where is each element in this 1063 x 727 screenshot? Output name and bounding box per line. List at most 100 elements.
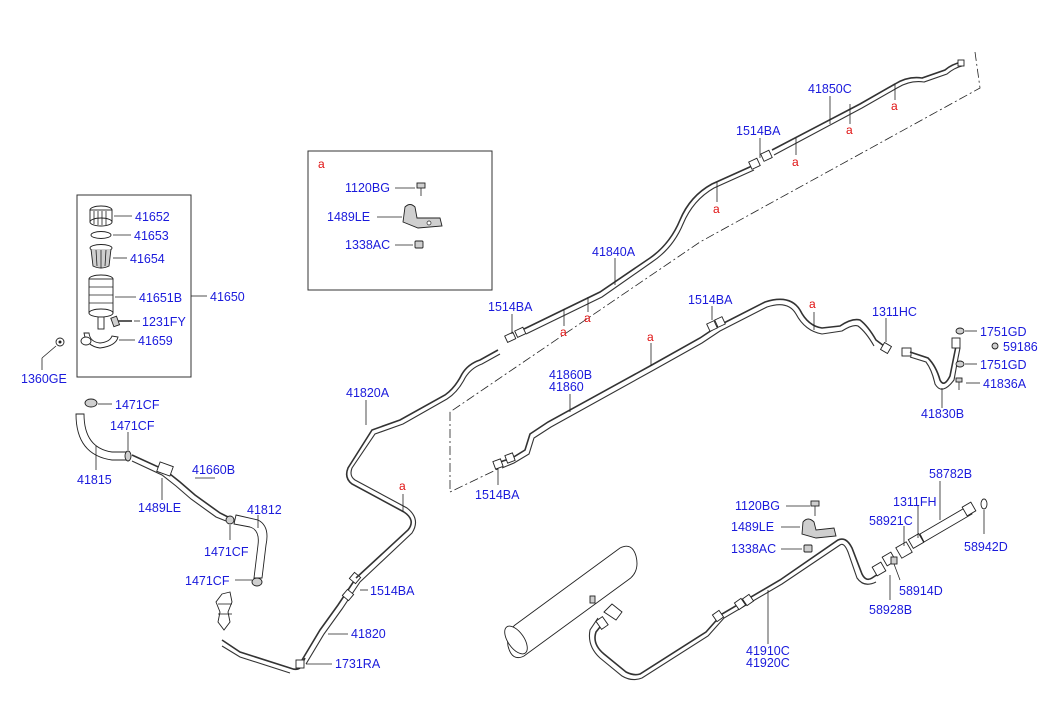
- nut-icon: [414, 240, 424, 249]
- clip-icon: [402, 204, 443, 229]
- master-cylinder-fitting-icon: [215, 591, 233, 631]
- tank-nut-label[interactable]: 1338AC: [731, 542, 776, 556]
- fitting-1514ba-left-label[interactable]: 1514BA: [488, 300, 533, 314]
- fitting-icon: [714, 316, 726, 328]
- hose-left-icon: [75, 413, 129, 461]
- fitting-58914d-label[interactable]: 58914D: [899, 584, 943, 598]
- fitting-1514ba-top-label[interactable]: 1514BA: [736, 124, 781, 138]
- screw-icon: [110, 315, 132, 328]
- fitting-icon: [348, 571, 362, 585]
- fitting-icon: [741, 593, 755, 607]
- reservoir-icon: [88, 274, 114, 330]
- reservoir-group: 41652 41653 41654 41651B 41650: [76, 194, 245, 378]
- washer-1751gd-b-label[interactable]: 1751GD: [980, 358, 1027, 372]
- pipe-41910c-label[interactable]: 41910C: [746, 644, 790, 658]
- fitting-icon: [514, 326, 527, 339]
- pipe-41920c-label[interactable]: 41920C: [746, 656, 790, 670]
- fitting-1731ra-label[interactable]: 1731RA: [335, 657, 381, 671]
- seal-label[interactable]: 41653: [134, 229, 169, 243]
- cap-label[interactable]: 41652: [135, 210, 170, 224]
- clamp-top-label[interactable]: 1471CF: [115, 398, 160, 412]
- fitting-icon: [492, 458, 504, 470]
- hose-58782b-icon: [919, 505, 973, 543]
- washer-icon: [991, 342, 999, 350]
- main-pipes: a a a a a a a 41850C 1514BA 41840A 1514B…: [221, 51, 1038, 674]
- air-tank-icon: [504, 545, 638, 659]
- fitting-icon: [901, 347, 912, 357]
- screw-label[interactable]: 1231FY: [142, 315, 186, 329]
- nut-icon: [803, 544, 813, 553]
- clamp-icon: [124, 450, 132, 462]
- fitting-1514ba-bottom-label[interactable]: 1514BA: [370, 584, 415, 598]
- fitting-icon: [504, 452, 516, 464]
- tank-clip-label[interactable]: 1489LE: [731, 520, 774, 534]
- assembly-label[interactable]: 41650: [210, 290, 245, 304]
- bracket-icon: [80, 332, 119, 349]
- clip-marker-a: a: [560, 325, 567, 339]
- hose-right-icon: [233, 514, 268, 579]
- inset-nut-label[interactable]: 1338AC: [345, 238, 390, 252]
- fitting-58942d-label[interactable]: 58942D: [964, 540, 1008, 554]
- clamp-mid-label[interactable]: 1471CF: [204, 545, 249, 559]
- fitting-58928b-label[interactable]: 58928B: [869, 603, 912, 617]
- pipe-41850c-label[interactable]: 41850C: [808, 82, 852, 96]
- clip-left-label[interactable]: 1489LE: [138, 501, 181, 515]
- clamp-upper-label[interactable]: 1471CF: [110, 419, 155, 433]
- fitting-58928b-icon: [871, 561, 887, 577]
- fitting-icon: [760, 149, 773, 162]
- hose-right-label[interactable]: 41812: [247, 503, 282, 517]
- tank-group: 41910C 41920C 1120BG 1489LE 1338AC 58782…: [504, 467, 1008, 681]
- pipe-41840a-label[interactable]: 41840A: [592, 245, 636, 259]
- clip-icon: [801, 518, 837, 539]
- seal-ring-icon: [90, 231, 112, 239]
- bolt-41836a-label[interactable]: 41836A: [983, 377, 1027, 391]
- fitting-icon: [595, 615, 609, 631]
- hose-58782b-label[interactable]: 58782B: [929, 467, 972, 481]
- strainer-label[interactable]: 41654: [130, 252, 165, 266]
- pipe-41660b-label[interactable]: 41660B: [192, 463, 235, 477]
- fitting-icon: [733, 597, 747, 611]
- clamp-low-label[interactable]: 1471CF: [185, 574, 230, 588]
- clip-marker-a: a: [792, 155, 799, 169]
- clip-marker-a: a: [647, 330, 654, 344]
- grommet-label[interactable]: 1360GE: [21, 372, 67, 386]
- clip-marker-a: a: [891, 99, 898, 113]
- washer-icon: [955, 327, 965, 335]
- tank-bolt-label[interactable]: 1120BG: [735, 499, 780, 513]
- inset-frame: [307, 150, 493, 291]
- fitting-1514ba-mid-label[interactable]: 1514BA: [688, 293, 733, 307]
- hose-41830b-label[interactable]: 41830B: [921, 407, 964, 421]
- fitting-icon: [504, 331, 517, 344]
- grommet-icon: [55, 337, 65, 347]
- reservoir-label[interactable]: 41651B: [139, 291, 182, 305]
- inset-clip-label[interactable]: 1489LE: [327, 210, 370, 224]
- pipe-41860-label[interactable]: 41860: [549, 380, 584, 394]
- pipe-41820-label[interactable]: 41820: [351, 627, 386, 641]
- hose-left-label[interactable]: 41815: [77, 473, 112, 487]
- washer-59186-label[interactable]: 59186: [1003, 340, 1038, 354]
- fitting-icon: [961, 501, 977, 517]
- pipe-41860b-label[interactable]: 41860B: [549, 368, 592, 382]
- inset-marker: a: [318, 157, 325, 171]
- clip-marker-a: a: [809, 297, 816, 311]
- hose-group: 1471CF 1471CF 41815 1489LE 41660B 1471CF…: [75, 398, 282, 588]
- washer-1751gd-a-label[interactable]: 1751GD: [980, 325, 1027, 339]
- fitting-58914d-icon: [890, 556, 898, 565]
- clip-icon: [156, 461, 174, 477]
- clamp-icon: [225, 515, 235, 525]
- hose-1311fh-label[interactable]: 1311FH: [893, 495, 937, 509]
- reservoir-frame: [76, 194, 192, 378]
- fitting-58921c-label[interactable]: 58921C: [869, 514, 913, 528]
- strainer-icon: [89, 244, 113, 269]
- pipe-41820a-label[interactable]: 41820A: [346, 386, 390, 400]
- washer-icon: [980, 498, 988, 510]
- fitting-icon: [879, 341, 893, 355]
- inset-bolt-label[interactable]: 1120BG: [345, 181, 390, 195]
- bolt-icon: [416, 182, 426, 196]
- bolt-icon: [810, 500, 820, 516]
- hose-1311hc-label[interactable]: 1311HC: [872, 305, 917, 319]
- fitting-1514ba-low-label[interactable]: 1514BA: [475, 488, 520, 502]
- bracket-label[interactable]: 41659: [138, 334, 173, 348]
- fitting-icon: [957, 59, 965, 67]
